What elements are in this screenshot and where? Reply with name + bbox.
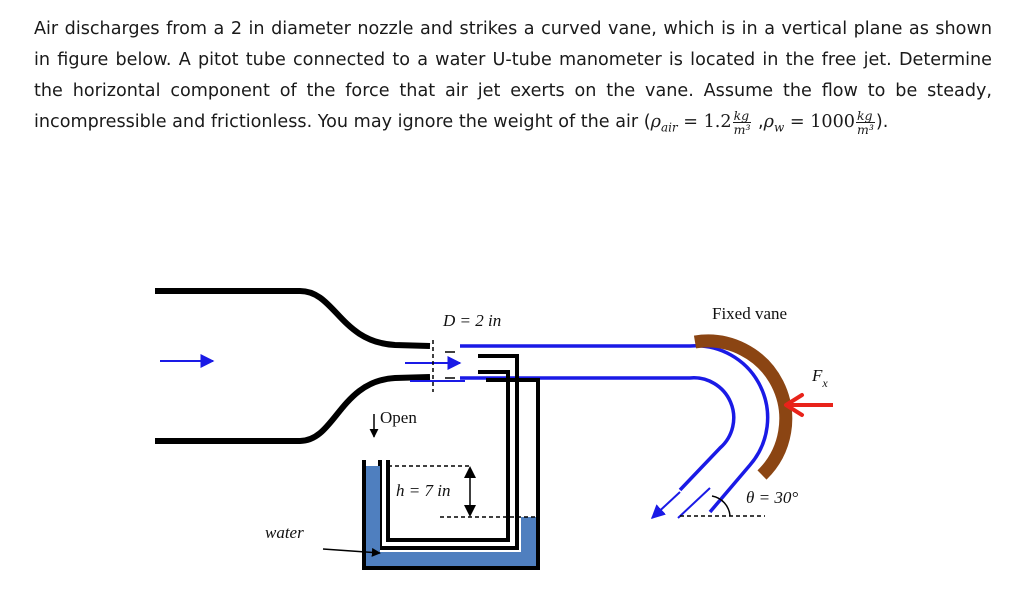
- force-arrow-head: [784, 393, 804, 417]
- vane-label: Fixed vane: [712, 304, 787, 323]
- rho-w-subscript: w: [774, 120, 785, 135]
- fixed-vane: [693, 334, 793, 480]
- angle-label: θ = 30°: [746, 488, 798, 507]
- unit-numerator: kg: [732, 109, 752, 123]
- open-label: Open: [380, 408, 417, 427]
- outlet-flow-arrow: [650, 491, 681, 519]
- angle-arc: [711, 495, 731, 517]
- manometer-outer-wall: [362, 378, 540, 570]
- nozzle-upper-wall: [155, 288, 431, 349]
- rho-w-symbol: ρ: [763, 112, 774, 132]
- rho-w-value: = 1000: [784, 112, 855, 132]
- unit-numerator-2: kg: [855, 109, 875, 123]
- manometer-water-bottom: [366, 552, 536, 566]
- rho-air-value: = 1.2: [677, 112, 732, 132]
- problem-intro: Air discharges from a 2 in diameter nozz…: [34, 19, 992, 132]
- outlet-flow-line: [677, 487, 711, 519]
- h-arrow-up: [464, 466, 476, 478]
- nozzle-lower-wall: [155, 374, 431, 444]
- separator: ,: [752, 112, 764, 132]
- manometer-water-left: [366, 466, 380, 566]
- force-label: Fx: [811, 366, 828, 390]
- rho-air-subscript: air: [660, 120, 678, 135]
- h-label: h = 7 in: [396, 481, 450, 500]
- diameter-label: D = 2 in: [442, 311, 501, 330]
- water-pointer: [322, 547, 381, 557]
- manometer-water-right: [521, 517, 536, 566]
- pitot-tube: [378, 354, 519, 550]
- h-arrow-down: [464, 505, 476, 517]
- closing: ).: [875, 112, 889, 132]
- jet-streamline-lower: [460, 376, 736, 492]
- problem-text: Air discharges from a 2 in diameter nozz…: [34, 14, 992, 144]
- problem-statement: Air discharges from a 2 in diameter nozz…: [34, 14, 992, 144]
- manometer-inner: [386, 370, 510, 542]
- unit-denominator: m³: [733, 121, 751, 137]
- unit-denominator-2: m³: [856, 121, 874, 137]
- force-symbol: F: [811, 366, 823, 385]
- force-subscript: x: [821, 376, 828, 390]
- rho-air-symbol: ρ: [650, 112, 661, 132]
- water-label: water: [265, 523, 304, 542]
